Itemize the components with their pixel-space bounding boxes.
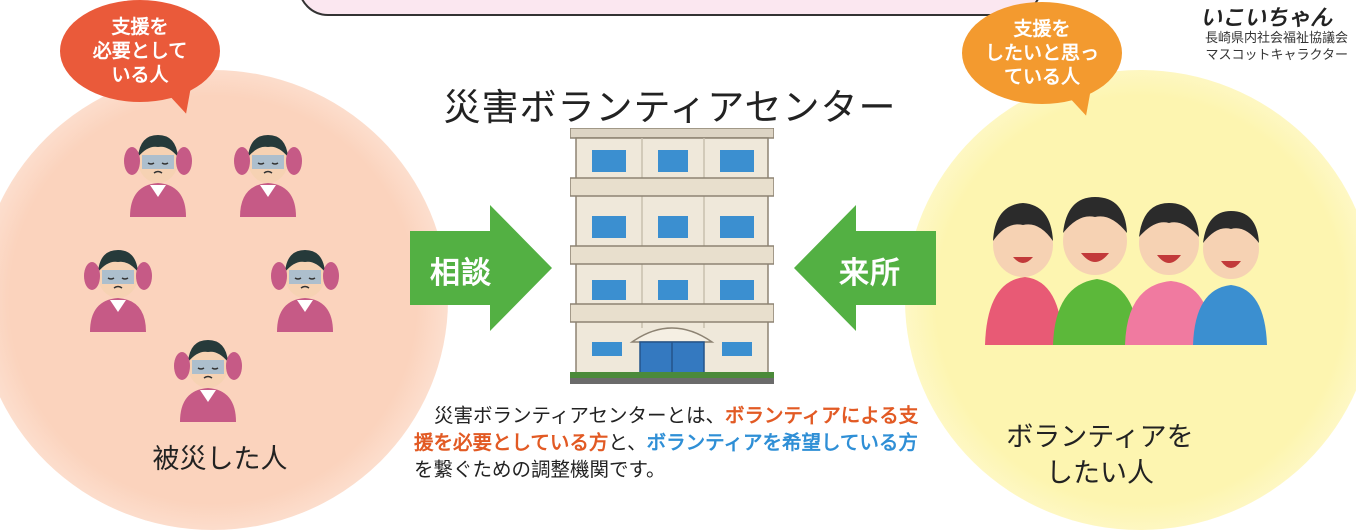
affected-people-circle <box>0 70 448 530</box>
mascot-name: いこいちゃん <box>1200 6 1333 31</box>
bubble-left-line: 支援を <box>111 16 169 38</box>
mascot-affiliation: 長崎県内社会福祉協議会 <box>1204 31 1348 46</box>
consultation-label: 相談 <box>430 256 492 291</box>
center-description: 災害ボランティアセンターとは、ボランティアによる支援を必要としている方と、ボラン… <box>414 402 934 483</box>
bubble-right-line: 支援を <box>1013 18 1071 40</box>
right-arrow-icon <box>410 205 552 331</box>
worried-person-icon <box>124 135 192 217</box>
visit-label: 来所 <box>839 256 901 291</box>
description-highlight-need: ボランティアによる支援を必要としている方 <box>414 404 919 454</box>
left-arrow-icon <box>794 205 936 331</box>
bubble-left-line: 必要として <box>92 40 188 62</box>
worried-person-icon <box>84 250 152 332</box>
speech-bubble-need-support: 支援を 必要として いる人 <box>60 0 220 102</box>
caption-affected-people: 被災した人 <box>152 444 288 475</box>
bubble-left-line: いる人 <box>111 64 169 86</box>
caption-volunteers-line: ボランティアを <box>1006 422 1194 453</box>
worried-person-icon <box>174 340 242 422</box>
center-title: 災害ボランティアセンター <box>443 86 897 129</box>
description-text: を繋ぐための調整機関です。 <box>414 458 666 481</box>
description-text: 災害ボランティアセンターとは、 <box>434 404 725 427</box>
description-text: と、 <box>608 431 647 454</box>
caption-volunteers-line: したい人 <box>1046 458 1154 489</box>
description-highlight-volunteer: ボランティアを希望している方 <box>646 431 918 454</box>
caption-volunteers: ボランティアを したい人 <box>1000 420 1200 492</box>
speech-bubble-want-to-support: 支援を したいと思っ ている人 <box>962 2 1122 104</box>
building-icon <box>570 128 774 384</box>
bubble-right-line: したいと思っ <box>984 42 1099 64</box>
top-banner <box>298 0 1042 16</box>
volunteers-circle <box>905 70 1356 530</box>
volunteer-group-icon <box>985 197 1267 345</box>
bubble-right-line: ている人 <box>1003 66 1080 88</box>
mascot-caption: 長崎県内社会福祉協議会 マスコットキャラクター <box>1176 30 1348 64</box>
worried-person-icon <box>271 250 339 332</box>
mascot-role: マスコットキャラクター <box>1205 48 1348 63</box>
worried-person-icon <box>234 135 302 217</box>
